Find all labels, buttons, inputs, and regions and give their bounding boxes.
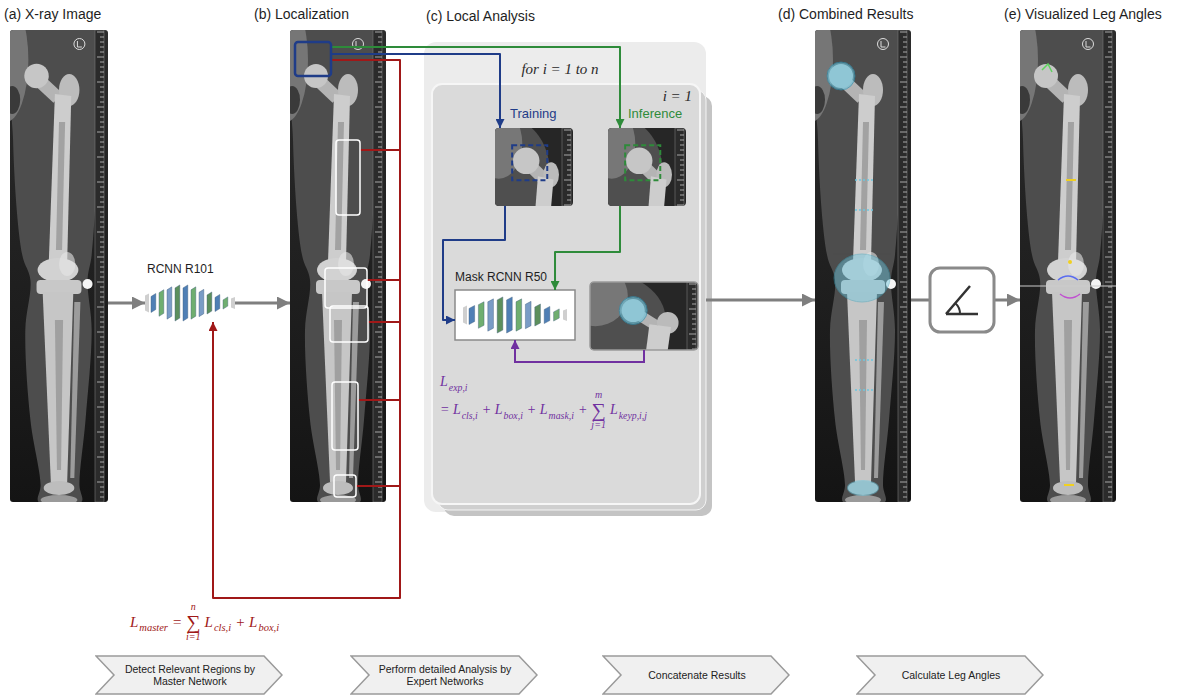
process-step: Concatenate Results — [602, 655, 790, 695]
formula-term: exp,i — [449, 382, 468, 393]
formula-term: L — [205, 614, 213, 631]
panel-heading: (c) Local Analysis — [426, 8, 535, 25]
xray-image — [290, 30, 386, 502]
chevron-shape — [95, 655, 283, 695]
step-label: Calculate Leg Angles — [878, 655, 1024, 695]
formula-term: L — [440, 374, 448, 390]
process-step: Perform detailed Analysis by Expert Netw… — [350, 655, 538, 695]
analysis-panel: (c) Local Analysisfor i = 1 to ni = 1Tra… — [424, 42, 706, 512]
training-crop: Training — [495, 128, 573, 206]
formula-term: = L — [440, 402, 461, 418]
formula-term: keyp,i,j — [619, 410, 647, 421]
process-step: Calculate Leg Angles — [856, 655, 1044, 695]
formula-term: = — [172, 614, 182, 631]
xray-image — [1020, 30, 1116, 502]
formula-term: L — [610, 402, 618, 418]
formula-term: mask,i — [549, 410, 574, 421]
chevron-shape — [856, 655, 1044, 695]
xray-panel: (d) Combined Results — [815, 30, 911, 502]
network-icon — [463, 297, 567, 333]
network-label: RCNN R101 — [147, 262, 214, 276]
panel-heading: (a) X-ray Image — [4, 6, 101, 23]
xray-panel: (a) X-ray Image — [10, 30, 108, 502]
xray-image — [10, 30, 108, 502]
connector — [235, 302, 290, 305]
formula-term: + L — [527, 402, 548, 418]
detection-boxes — [295, 42, 400, 497]
formula-term: + — [578, 402, 587, 418]
connector — [386, 47, 620, 128]
xray-image — [815, 30, 911, 502]
hip-crop — [590, 282, 698, 350]
formula-term: cls,i — [462, 410, 478, 421]
panel-heading: (e) Visualized Leg Angles — [1004, 6, 1162, 23]
step-label: Perform detailed Analysis by Expert Netw… — [372, 655, 518, 695]
network-label: Mask RCNN R50 — [455, 270, 547, 284]
chevron-shape — [602, 655, 790, 695]
process-step: Detect Relevant Regions by Master Networ… — [95, 655, 283, 695]
loop-label: i = 1 — [663, 87, 692, 105]
formula-line: Lexp,i — [440, 374, 647, 390]
connector — [108, 302, 145, 305]
panel-heading: (b) Localization — [254, 6, 349, 23]
mode-label: Training — [510, 106, 556, 122]
segmentation-overlay — [827, 62, 890, 496]
formula-term: ∑ — [186, 612, 200, 632]
formula-line: Lmaster = n∑i=1 Lcls,i + Lbox,i — [130, 602, 279, 642]
loss-formula: Lexp,i= Lcls,i+ Lbox,i+ Lmask,i+m∑j=1Lke… — [440, 374, 647, 430]
formula-term: box,i — [504, 410, 523, 421]
loss-formula: Lmaster = n∑i=1 Lcls,i + Lbox,i — [130, 602, 279, 642]
panel-heading: (d) Combined Results — [778, 6, 913, 23]
step-label: Concatenate Results — [624, 655, 770, 695]
xray-panel: (e) Visualized Leg Angles — [1020, 30, 1116, 502]
xray-panel: (b) Localization — [290, 30, 386, 502]
hip-crop — [608, 128, 686, 206]
formula-term: + L — [235, 614, 257, 631]
master-network: RCNN R101 — [145, 284, 235, 322]
step-label: Detect Relevant Regions by Master Networ… — [117, 655, 263, 695]
formula-term: cls,i — [214, 622, 231, 633]
formula-term: m — [595, 390, 602, 400]
summation: n∑i=1 — [186, 602, 201, 642]
expert-network: Mask RCNN R50 — [455, 290, 575, 340]
iteration-card: i = 1TrainingInferenceMask RCNN R50 — [432, 84, 700, 504]
angle-overlay — [1020, 64, 1116, 485]
formula-term: ∑ — [591, 400, 605, 420]
network-icon — [145, 285, 235, 321]
connector — [213, 60, 400, 598]
formula-term: + L — [482, 402, 503, 418]
formula-term: j=1 — [591, 420, 606, 430]
chevron-shape — [350, 655, 538, 695]
connector — [443, 206, 505, 320]
loss-feedback — [515, 340, 644, 362]
formula-line: = Lcls,i+ Lbox,i+ Lmask,i+m∑j=1Lkeyp,i,j — [440, 390, 647, 430]
connector — [386, 54, 500, 128]
formula-term: L — [130, 614, 138, 631]
angle-calculator — [930, 268, 994, 332]
loop-label: for i = 1 to n — [521, 60, 598, 78]
formula-term: master — [139, 622, 168, 633]
formula-term: n — [191, 602, 196, 612]
inference-crop: Inference — [608, 128, 686, 206]
connector — [555, 206, 620, 290]
formula-term: i=1 — [186, 632, 201, 642]
formula-term: box,i — [258, 622, 279, 633]
summation: m∑j=1 — [591, 390, 606, 430]
mode-label: Inference — [628, 106, 682, 122]
analysis-panel-fill — [424, 42, 712, 516]
network-box — [455, 290, 575, 340]
connector — [706, 299, 815, 302]
hip-crop — [495, 128, 573, 206]
